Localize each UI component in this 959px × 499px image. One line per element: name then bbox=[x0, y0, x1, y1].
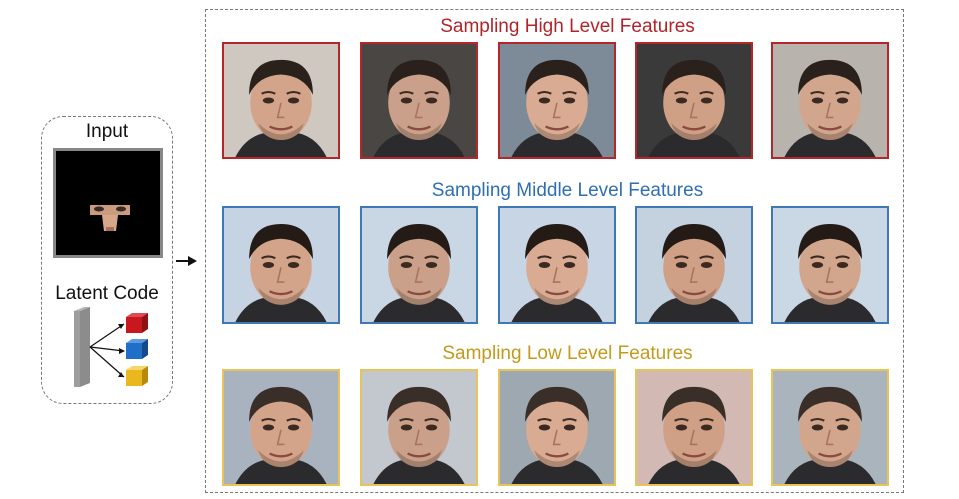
low-level-title: Sampling Low Level Features bbox=[442, 343, 693, 364]
low-level-sample-face-5 bbox=[771, 369, 889, 486]
high-level-sample-face-5 bbox=[771, 42, 889, 159]
blue-cube-icon bbox=[126, 339, 148, 359]
yellow-cube-icon bbox=[126, 366, 148, 386]
middle-level-sample-face-4 bbox=[635, 206, 753, 324]
arrow-right-icon bbox=[176, 256, 197, 266]
middle-level-title: Sampling Middle Level Features bbox=[431, 180, 704, 201]
input-label: Input bbox=[85, 121, 129, 142]
middle-level-sample-face-3 bbox=[498, 206, 616, 324]
middle-level-sample-face-5 bbox=[771, 206, 889, 324]
high-level-sample-face-3 bbox=[498, 42, 616, 159]
red-cube-icon bbox=[126, 313, 148, 333]
low-level-sample-face-1 bbox=[222, 369, 340, 486]
input-panel: Input Latent Code bbox=[41, 116, 173, 404]
high-level-sample-face-2 bbox=[360, 42, 478, 159]
high-level-sample-face-1 bbox=[222, 42, 340, 159]
low-level-sample-face-2 bbox=[360, 369, 478, 486]
latent-code-diagram bbox=[74, 307, 148, 387]
latent-code-label: Latent Code bbox=[55, 283, 159, 304]
middle-level-sample-face-1 bbox=[222, 206, 340, 324]
low-level-sample-face-4 bbox=[635, 369, 753, 486]
middle-level-sample-face-2 bbox=[360, 206, 478, 324]
sampling-results-panel bbox=[205, 9, 904, 493]
high-level-sample-face-4 bbox=[635, 42, 753, 159]
high-level-title: Sampling High Level Features bbox=[440, 16, 695, 37]
input-masked-face-image bbox=[53, 148, 163, 258]
low-level-sample-face-3 bbox=[498, 369, 616, 486]
